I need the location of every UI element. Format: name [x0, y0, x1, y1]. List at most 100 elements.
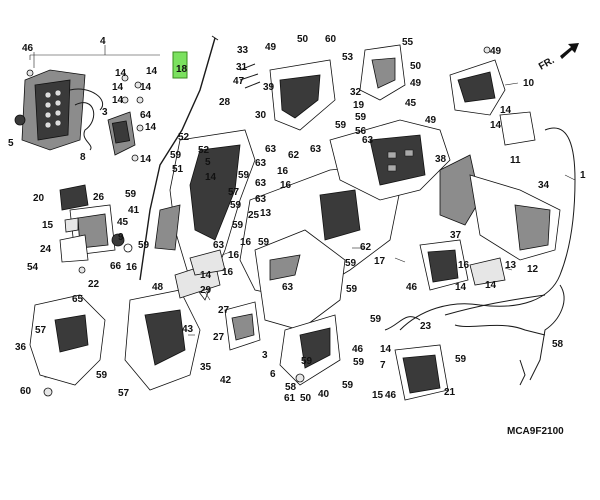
label-63f: 63: [255, 194, 267, 205]
label-17: 17: [374, 256, 386, 267]
label-27a: 27: [218, 305, 230, 316]
label-66: 66: [110, 261, 122, 272]
label-22: 22: [88, 279, 100, 290]
label-59m: 59: [301, 356, 313, 367]
label-51: 51: [172, 164, 184, 175]
drawing-code: MCA9F2100: [507, 426, 564, 437]
label-28: 28: [219, 97, 231, 108]
front-arrow-icon: [560, 43, 579, 59]
label-63g: 63: [213, 240, 225, 251]
bottom-left-cover: [29, 294, 106, 397]
label-58b: 58: [552, 339, 564, 350]
label-20: 20: [33, 193, 45, 204]
label-19: 19: [353, 100, 365, 111]
label-11: 11: [510, 155, 521, 166]
label-46: 46: [22, 43, 34, 54]
label-9: 9: [118, 232, 124, 243]
label-6: 6: [270, 369, 276, 380]
label-57b: 57: [118, 388, 130, 399]
label-15b: 15: [372, 390, 384, 401]
label-49d: 49: [490, 46, 502, 57]
label-50c: 50: [300, 393, 312, 404]
label-41: 41: [128, 205, 140, 216]
label-59l: 59: [96, 370, 108, 381]
label-45a: 45: [405, 98, 417, 109]
label-53: 53: [342, 52, 354, 63]
label-14n: 14: [485, 280, 497, 291]
label-14k: 14: [200, 270, 212, 281]
label-59k: 59: [138, 240, 150, 251]
label-14c: 14: [112, 82, 124, 93]
label-16a: 16: [277, 166, 289, 177]
label-52b: 52: [198, 145, 210, 156]
label-16d: 16: [228, 250, 240, 261]
side-shell-assembly: [399, 127, 576, 381]
label-59d: 59: [238, 170, 250, 181]
label-59p: 59: [353, 357, 365, 368]
label-13b: 13: [505, 260, 517, 271]
label-59a: 59: [355, 112, 367, 123]
part-18-rod: [139, 35, 219, 281]
front-direction-label: FR.: [537, 55, 557, 73]
switch-assembly: [419, 239, 506, 291]
label-18: 18: [176, 64, 188, 75]
label-57: 57: [228, 187, 240, 198]
label-1: 1: [580, 170, 586, 181]
label-63e: 63: [255, 178, 267, 189]
label-59g: 59: [258, 237, 270, 248]
label-50b: 50: [410, 61, 422, 72]
label-45b: 45: [117, 217, 129, 228]
label-59f: 59: [232, 220, 244, 231]
label-16b: 16: [280, 180, 292, 191]
label-57c: 57: [35, 325, 47, 336]
label-52a: 52: [178, 132, 190, 143]
label-59h: 59: [345, 258, 357, 269]
label-37: 37: [450, 230, 462, 241]
label-14e: 14: [140, 82, 152, 93]
label-46b: 46: [352, 344, 364, 355]
label-48: 48: [152, 282, 164, 293]
label-29: 29: [200, 285, 212, 296]
label-10: 10: [523, 78, 535, 89]
label-59j: 59: [125, 189, 137, 200]
label-21: 21: [444, 387, 456, 398]
label-59n: 59: [342, 380, 354, 391]
label-14f: 14: [145, 122, 157, 133]
label-25: 25: [248, 210, 260, 221]
label-49b: 49: [410, 78, 422, 89]
label-46c: 46: [385, 390, 397, 401]
bottom-center-panel: [124, 249, 226, 391]
label-14d: 14: [112, 95, 124, 106]
label-39: 39: [263, 82, 275, 93]
label-59e: 59: [230, 200, 242, 211]
label-46d: 46: [406, 282, 418, 293]
label-42: 42: [220, 375, 232, 386]
label-15a: 15: [42, 220, 54, 231]
label-63d: 63: [255, 158, 267, 169]
label-16f: 16: [126, 262, 138, 273]
label-49a: 49: [265, 42, 277, 53]
label-63h: 63: [282, 282, 294, 293]
front-direction-indicator: FR.: [537, 43, 579, 73]
label-33: 33: [237, 45, 249, 56]
label-59i: 59: [346, 284, 358, 295]
label-59q: 59: [455, 354, 467, 365]
label-40: 40: [318, 389, 330, 400]
bottom-right-assembly: [384, 316, 449, 401]
bottom-center-parts: [224, 301, 341, 386]
label-5: 5: [8, 138, 14, 149]
label-55: 55: [402, 37, 414, 48]
label-32: 32: [350, 87, 362, 98]
label-3b: 3: [262, 350, 268, 361]
label-61: 61: [284, 393, 296, 404]
label-59b: 59: [335, 120, 347, 131]
left-mid-components: [59, 184, 133, 274]
label-49c: 49: [425, 115, 437, 126]
label-43: 43: [182, 324, 194, 335]
label-35: 35: [200, 362, 212, 373]
highlight-box-18: [172, 51, 188, 79]
label-13: 13: [260, 208, 272, 219]
label-31: 31: [236, 62, 248, 73]
label-14l: 14: [380, 344, 392, 355]
leader-lines: [33, 52, 576, 336]
